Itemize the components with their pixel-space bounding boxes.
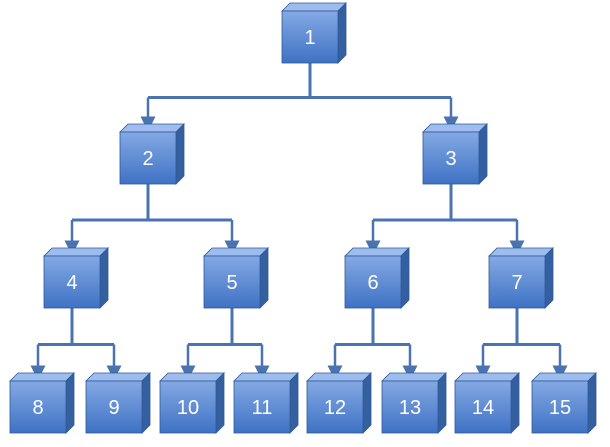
node-box-top [9, 372, 75, 382]
node-box-front [344, 255, 402, 309]
node-box-top [85, 372, 151, 382]
node-box: 2 [119, 123, 185, 185]
node-box-top [306, 372, 372, 382]
connector-group-2 [64, 184, 240, 256]
node-box: 15 [531, 372, 597, 434]
node-box-side [510, 372, 520, 434]
node-label: 1 [304, 27, 315, 49]
node-label: 5 [226, 272, 237, 294]
node-label: 2 [142, 148, 153, 170]
node-box-top [203, 247, 269, 257]
node-box-side [215, 372, 225, 434]
node-box-side [362, 372, 372, 434]
node-box-top [454, 372, 520, 382]
node-label: 11 [252, 397, 273, 419]
node-box: 4 [43, 247, 109, 309]
node-box-front [203, 255, 261, 309]
node-box-side [400, 247, 410, 309]
node-box-front [531, 380, 589, 434]
node-box-side [587, 372, 597, 434]
connector-group-4 [30, 308, 122, 381]
node-box: 1 [281, 2, 347, 64]
node-box-top [381, 372, 447, 382]
node-box-side [337, 2, 347, 64]
node-box-side [99, 247, 109, 309]
node-box-side [259, 247, 269, 309]
node-box-top [119, 123, 185, 133]
node-label: 7 [511, 272, 522, 294]
node-box-front [43, 255, 101, 309]
node-box-front [488, 255, 546, 309]
node-box-front [233, 380, 291, 434]
node-box-front [281, 10, 339, 64]
node-box-top [422, 123, 488, 133]
node-box-top [233, 372, 299, 382]
node-box: 3 [422, 123, 488, 185]
node-label: 6 [367, 272, 378, 294]
node-box: 5 [203, 247, 269, 309]
node-box: 6 [344, 247, 410, 309]
node-label: 10 [177, 397, 199, 419]
node-label: 15 [549, 397, 571, 419]
node-box-side [175, 123, 185, 185]
node-box-side [141, 372, 151, 434]
node-label: 9 [108, 397, 119, 419]
node-label: 3 [445, 148, 456, 170]
node-box: 7 [488, 247, 554, 309]
node-box-side [544, 247, 554, 309]
node-box: 14 [454, 372, 520, 434]
node-box-side [437, 372, 447, 434]
connector-group-1 [140, 63, 459, 132]
node-box-top [488, 247, 554, 257]
node-box-front [85, 380, 143, 434]
node-box-front [306, 380, 364, 434]
node-box-top [531, 372, 597, 382]
node-label: 14 [472, 397, 494, 419]
node-box-side [478, 123, 488, 185]
node-box: 12 [306, 372, 372, 434]
node-box: 10 [159, 372, 225, 434]
node-box: 11 [233, 372, 299, 434]
node-box-front [381, 380, 439, 434]
connector-group-5 [180, 308, 270, 381]
node-box: 8 [9, 372, 75, 434]
node-label: 13 [399, 397, 421, 419]
connectors [30, 63, 568, 381]
connector-group-6 [327, 308, 418, 381]
node-box-front [454, 380, 512, 434]
node-label: 4 [66, 272, 77, 294]
node-box-front [9, 380, 67, 434]
node-box-top [159, 372, 225, 382]
node-box-side [289, 372, 299, 434]
node-box-front [119, 131, 177, 185]
node-box-side [65, 372, 75, 434]
node-box-top [344, 247, 410, 257]
node-box-top [281, 2, 347, 12]
node-label: 8 [32, 397, 43, 419]
connector-group-3 [365, 184, 525, 256]
node-box-front [422, 131, 480, 185]
node-box: 13 [381, 372, 447, 434]
node-box-top [43, 247, 109, 257]
node-label: 12 [324, 397, 346, 419]
node-box-front [159, 380, 217, 434]
node-box: 9 [85, 372, 151, 434]
connector-group-7 [475, 308, 568, 381]
